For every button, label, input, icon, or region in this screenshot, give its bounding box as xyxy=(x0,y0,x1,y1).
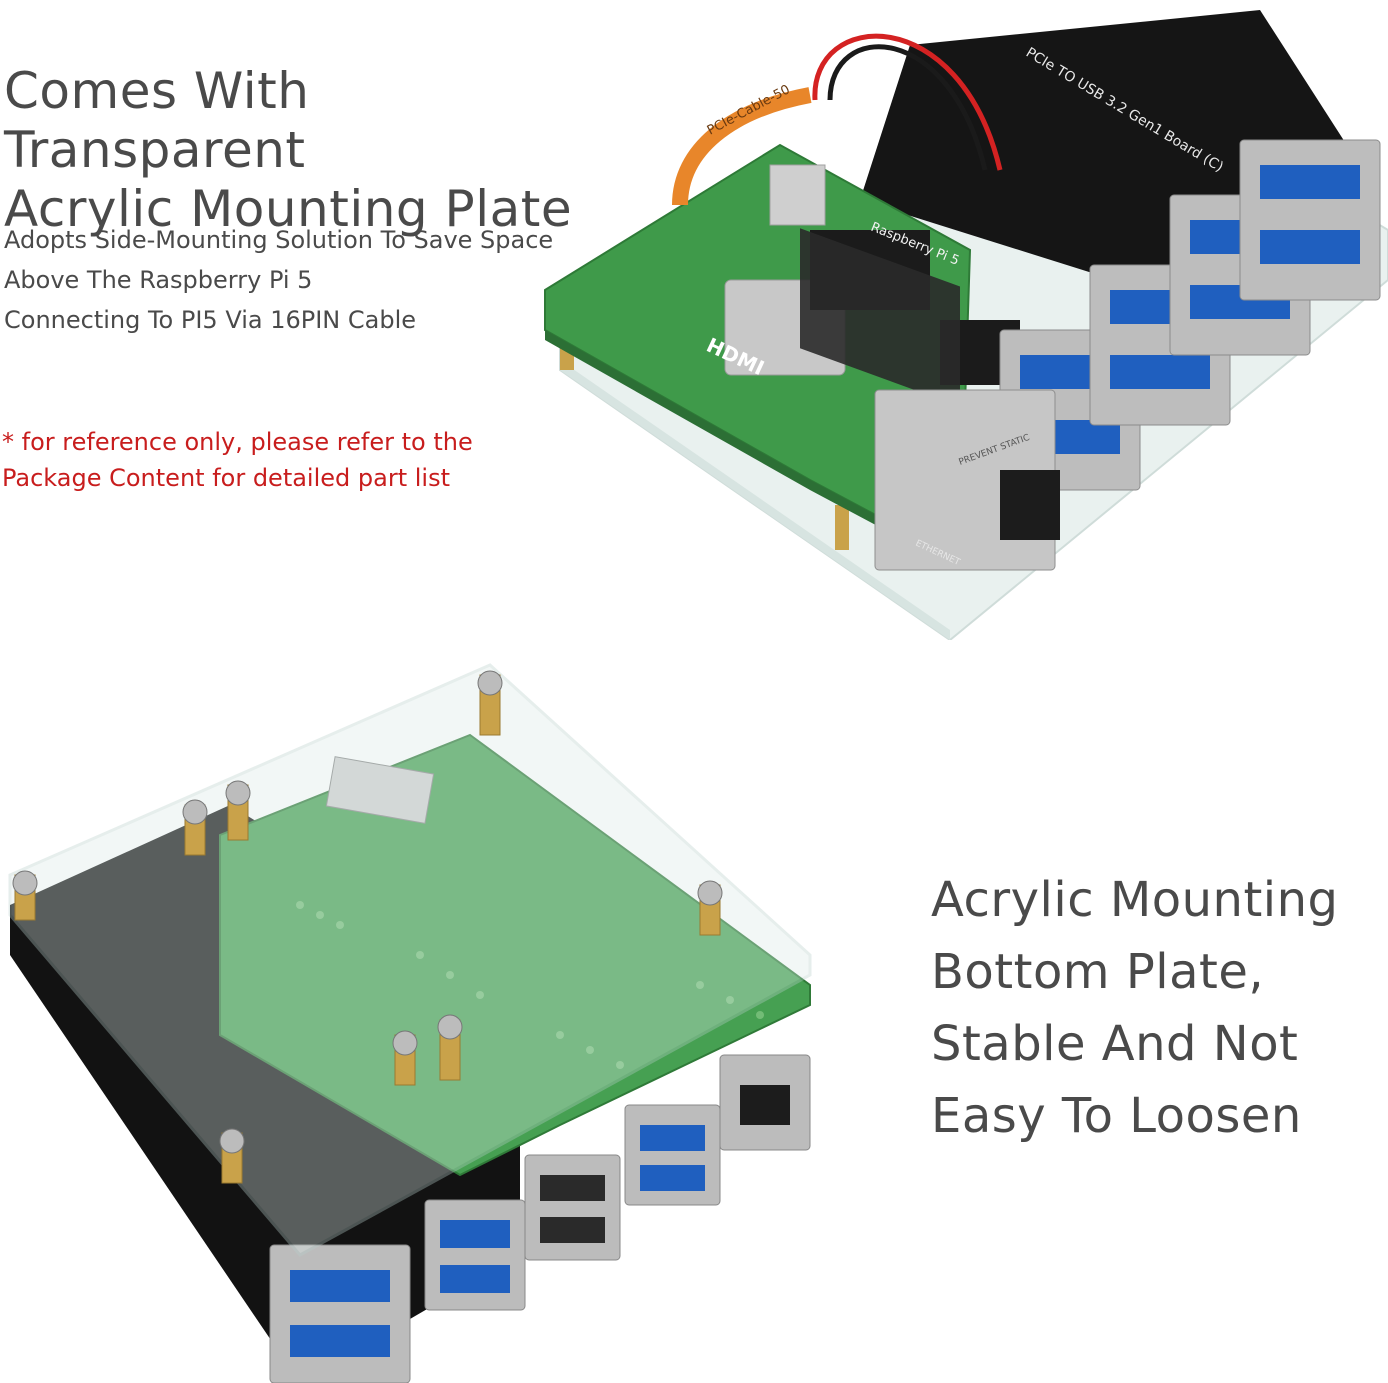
bottom-title-line-2: Bottom Plate, xyxy=(931,944,1265,1000)
feature-item: Adopts Side-Mounting Solution To Save Sp… xyxy=(4,226,554,254)
top-title: Comes With Transparent Acrylic Mounting … xyxy=(4,62,604,239)
top-title-line-2: Acrylic Mounting Plate xyxy=(4,180,573,238)
reference-note-line-1: * for reference only, please refer to th… xyxy=(2,428,473,456)
reference-note-line-2: Package Content for detailed part list xyxy=(2,464,450,492)
bottom-title-line-4: Easy To Loosen xyxy=(931,1088,1302,1144)
top-product-photo: PCIe TO USB 3.2 Gen1 Board (C) Raspberry… xyxy=(530,0,1388,640)
reference-note: * for reference only, please refer to th… xyxy=(2,424,522,496)
bottom-product-photo xyxy=(0,655,830,1383)
feature-item: Connecting To PI5 Via 16PIN Cable xyxy=(4,306,417,334)
bottom-title-line-3: Stable And Not xyxy=(931,1016,1299,1072)
feature-list: Adopts Side-Mounting Solution To Save Sp… xyxy=(4,220,564,340)
bottom-title-line-1: Acrylic Mounting xyxy=(931,872,1339,928)
feature-item: Above The Raspberry Pi 5 xyxy=(4,266,313,294)
bottom-title: Acrylic Mounting Bottom Plate, Stable An… xyxy=(931,864,1371,1152)
top-title-line-1: Comes With Transparent xyxy=(4,62,310,179)
